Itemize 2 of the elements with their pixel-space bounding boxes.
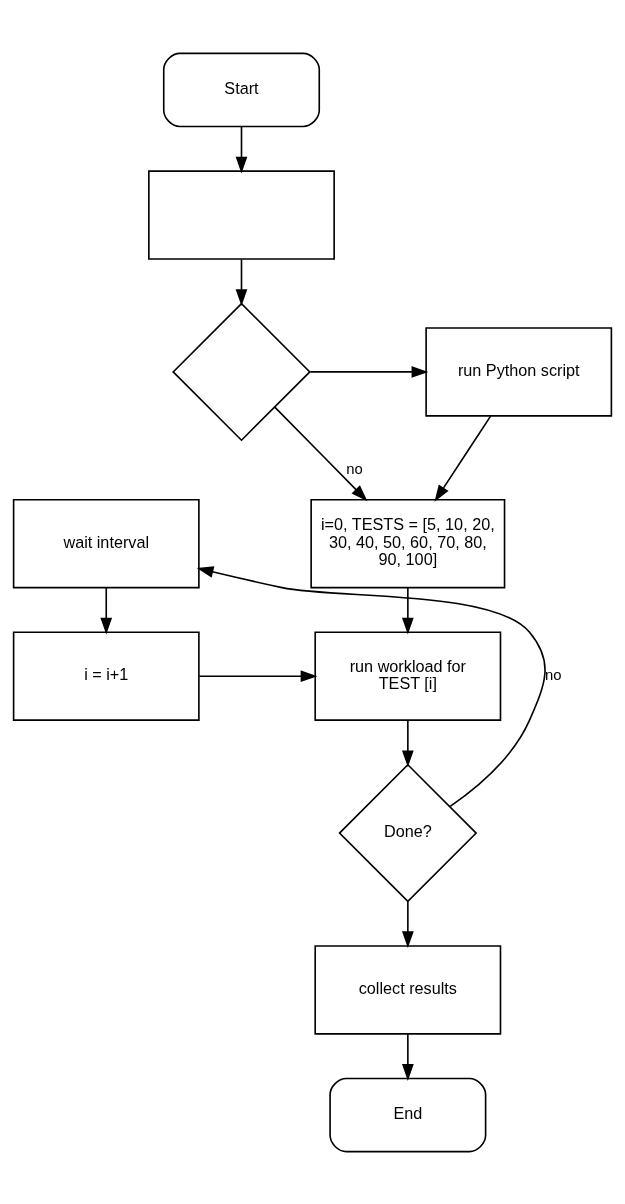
edge-label: no: [346, 460, 363, 477]
edge-label: no: [544, 666, 562, 683]
